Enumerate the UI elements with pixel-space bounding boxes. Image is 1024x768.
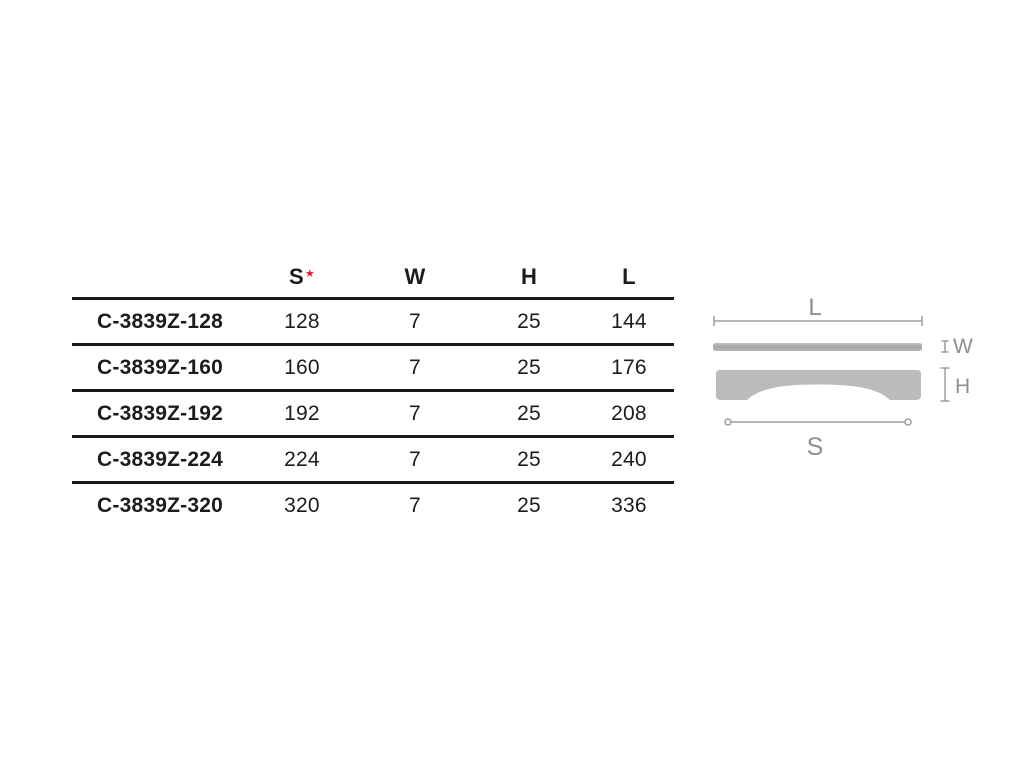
cell-code: C-3839Z-192 <box>97 402 223 425</box>
handle-dimension-diagram: L W H S <box>713 294 973 461</box>
table-row: C-3839Z-128 128 7 25 144 <box>72 300 674 346</box>
cell-h: 25 <box>517 494 541 517</box>
cell-code: C-3839Z-160 <box>97 356 223 379</box>
cell-h: 25 <box>517 356 541 379</box>
cell-l: 240 <box>611 448 647 471</box>
cell-w: 7 <box>409 494 421 517</box>
table-row: C-3839Z-320 320 7 25 336 <box>72 484 674 527</box>
dimension-table: S★ W H L C-3839Z-128 128 7 25 144 C-3839… <box>72 256 674 527</box>
cell-l: 144 <box>611 310 647 333</box>
cell-s: 224 <box>284 448 320 471</box>
cell-h: 25 <box>517 310 541 333</box>
height-dim-label: H <box>955 375 970 398</box>
cell-s: 160 <box>284 356 320 379</box>
width-dim-bracket <box>941 340 949 353</box>
cell-code: C-3839Z-224 <box>97 448 223 471</box>
header-l: L <box>622 263 636 289</box>
table-header-row: S★ W H L <box>72 256 674 300</box>
length-dim-line <box>713 316 923 326</box>
length-dim-label: L <box>808 294 821 321</box>
header-s: S★ <box>248 263 356 289</box>
required-star-icon: ★ <box>304 267 315 280</box>
header-w: W <box>404 263 426 289</box>
table-row: C-3839Z-192 192 7 25 208 <box>72 392 674 438</box>
cell-code: C-3839Z-128 <box>97 310 223 333</box>
cell-w: 7 <box>409 448 421 471</box>
cell-w: 7 <box>409 356 421 379</box>
handle-front-view <box>716 370 921 400</box>
table-row: C-3839Z-224 224 7 25 240 <box>72 438 674 484</box>
handle-top-view <box>713 343 922 351</box>
height-dim-bracket <box>940 367 950 402</box>
header-s-label: S <box>289 263 304 289</box>
cell-l: 336 <box>611 494 647 517</box>
cell-w: 7 <box>409 310 421 333</box>
cell-s: 320 <box>284 494 320 517</box>
cell-code: C-3839Z-320 <box>97 494 223 517</box>
table-row: C-3839Z-160 160 7 25 176 <box>72 346 674 392</box>
cell-s: 192 <box>284 402 320 425</box>
spacing-dim-label: S <box>807 433 824 461</box>
cell-l: 208 <box>611 402 647 425</box>
width-dim-label: W <box>953 335 973 358</box>
header-h: H <box>520 263 538 289</box>
cell-w: 7 <box>409 402 421 425</box>
cell-h: 25 <box>517 402 541 425</box>
cell-l: 176 <box>611 356 647 379</box>
cell-s: 128 <box>284 310 320 333</box>
cell-h: 25 <box>517 448 541 471</box>
spacing-dim-line <box>724 418 912 426</box>
